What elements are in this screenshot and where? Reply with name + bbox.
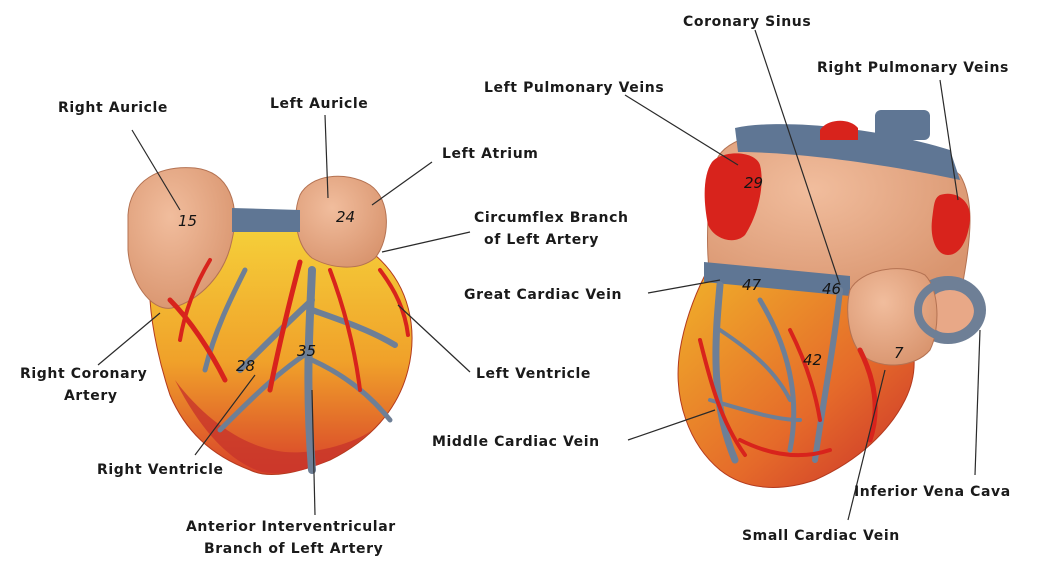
label-coronary-sinus: Coronary Sinus [683, 14, 811, 30]
leader-inferior-vena-cava [975, 330, 980, 475]
label-circumflex-line2: of Left Artery [484, 232, 599, 248]
label-right-coronary-line2: Artery [64, 388, 118, 404]
label-left-atrium: Left Atrium [442, 146, 538, 162]
label-left-ventricle: Left Ventricle [476, 366, 591, 382]
label-circumflex-line1: Circumflex Branch [474, 210, 629, 226]
anterior-heart-model: 15 24 28 35 [128, 168, 412, 475]
aorta-stub [232, 208, 300, 232]
leader-circumflex [382, 232, 470, 252]
label-anterior-line2: Branch of Left Artery [204, 541, 383, 557]
label-great-cardiac-vein: Great Cardiac Vein [464, 287, 622, 303]
marker-29: 29 [744, 174, 763, 192]
label-inferior-vena-cava: Inferior Vena Cava [854, 484, 1011, 500]
marker-7: 7 [894, 344, 904, 362]
label-right-auricle: Right Auricle [58, 100, 168, 116]
marker-24: 24 [336, 208, 355, 226]
leader-left-pulmonary [625, 95, 738, 165]
marker-46: 46 [822, 280, 841, 298]
posterior-heart-model: 29 47 46 42 7 [678, 110, 986, 487]
label-small-cardiac-vein: Small Cardiac Vein [742, 528, 900, 544]
label-right-ventricle: Right Ventricle [97, 462, 224, 478]
marker-35: 35 [297, 342, 316, 360]
label-middle-cardiac-vein: Middle Cardiac Vein [432, 434, 600, 450]
leader-left-atrium [372, 162, 432, 205]
label-right-coronary-line1: Right Coronary [20, 366, 147, 382]
top-red-vessel [820, 121, 858, 140]
label-anterior-line1: Anterior Interventricular [186, 519, 396, 535]
label-left-pulmonary-veins: Left Pulmonary Veins [484, 80, 664, 96]
marker-15: 15 [178, 212, 197, 230]
leader-right-coronary [98, 313, 160, 365]
marker-42: 42 [803, 351, 822, 369]
marker-28: 28 [236, 357, 255, 375]
label-left-auricle: Left Auricle [270, 96, 368, 112]
superior-vessel [875, 110, 930, 140]
marker-47: 47 [742, 276, 762, 294]
label-right-pulmonary-veins: Right Pulmonary Veins [817, 60, 1009, 76]
